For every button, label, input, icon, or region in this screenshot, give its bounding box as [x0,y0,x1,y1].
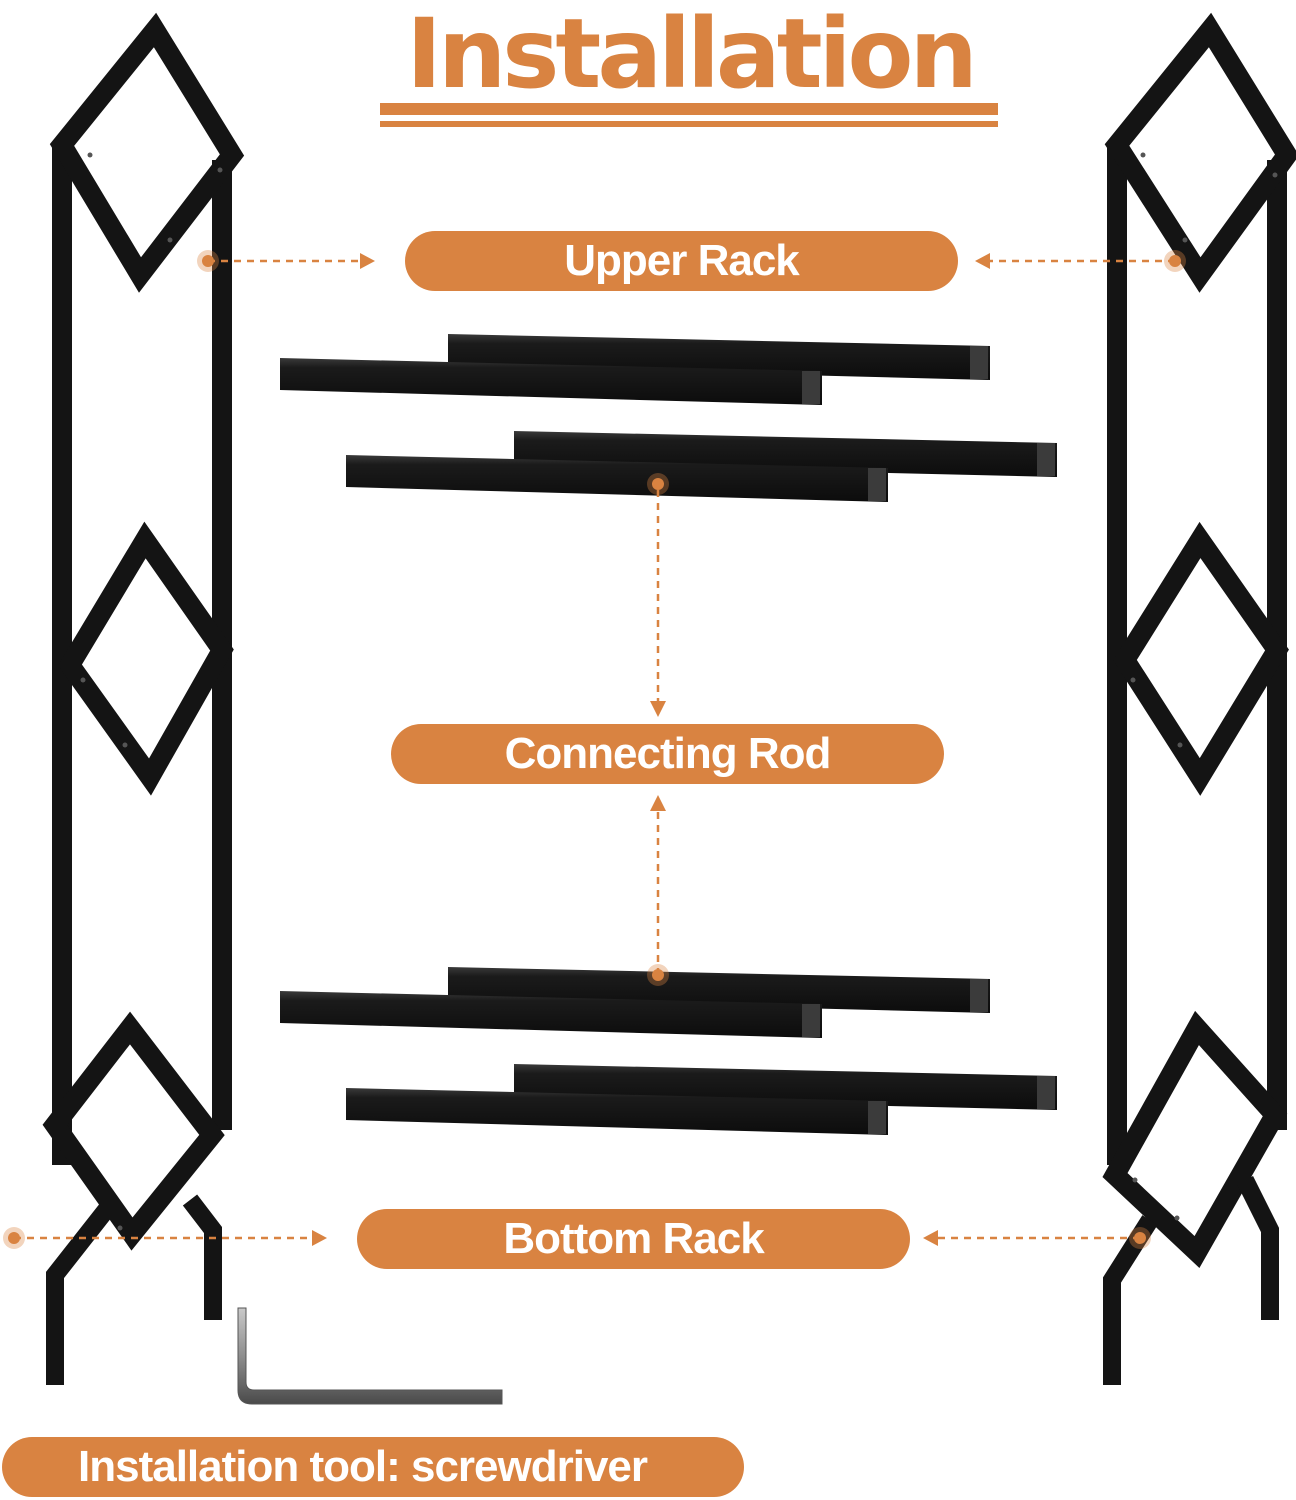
arrow-right-icon [312,1230,327,1246]
arrow-up-icon [650,795,666,811]
right-frame-leg-inner [1236,1175,1279,1320]
arrow-right-icon [360,253,375,269]
callout-arrowheads [312,253,990,1246]
left-frame-top-diamond [49,12,245,293]
label-upper-rack-text: Upper Rack [564,236,800,285]
right-side-frame [1102,12,1296,1385]
callout-leaders [14,259,1175,1240]
arrow-left-icon [975,253,990,269]
right-frame-top-diamond [1104,12,1296,293]
arrow-left-icon [923,1230,938,1246]
left-frame-leg-outer [46,1199,118,1385]
rod-end-cap [1037,1076,1055,1109]
rod-end-cap [970,346,988,379]
rod-end-cap [868,1101,886,1134]
callout-dot [1169,255,1181,267]
label-connecting-rod-text: Connecting Rod [504,729,832,778]
label-connecting-rod: Connecting Rod [391,724,944,784]
label-bottom-rack: Bottom Rack [357,1209,910,1269]
hex-key-icon [237,1307,503,1405]
right-frame-middle-diamond [1113,521,1289,796]
callout-dot [1134,1232,1146,1244]
rod-end-cap [802,371,820,404]
label-bottom-rack-text: Bottom Rack [503,1214,764,1263]
right-frame-bottom-diamond [1102,1010,1288,1268]
title-underline-thin [380,121,998,127]
connecting-rods-lower-group [280,967,1057,1135]
label-upper-rack: Upper Rack [405,231,958,291]
rod-end-cap [802,1004,820,1037]
left-frame-leg-inner [182,1194,222,1320]
rod-end-cap [1037,443,1055,476]
left-side-frame [42,12,245,1385]
connecting-rod [346,1088,888,1135]
arrow-down-icon [650,701,666,717]
label-installation-tool: Installation tool: screwdriver [2,1437,744,1497]
left-frame-middle-diamond [58,521,234,796]
callout-dots [3,250,1186,1249]
page-title: Installation [406,0,978,110]
connecting-rod [280,991,822,1038]
label-installation-tool-text: Installation tool: screwdriver [78,1442,648,1491]
title-underline-thick [380,103,998,115]
rod-end-cap [868,468,886,501]
connecting-rod [346,455,888,502]
connecting-rod [280,358,822,405]
left-frame-bottom-diamond [42,1011,225,1251]
callout-dot [8,1232,20,1244]
callout-dot [652,478,664,490]
connecting-rods-upper-group [280,334,1057,502]
callout-dot [652,969,664,981]
callout-dot [202,255,214,267]
rod-end-cap [970,979,988,1012]
